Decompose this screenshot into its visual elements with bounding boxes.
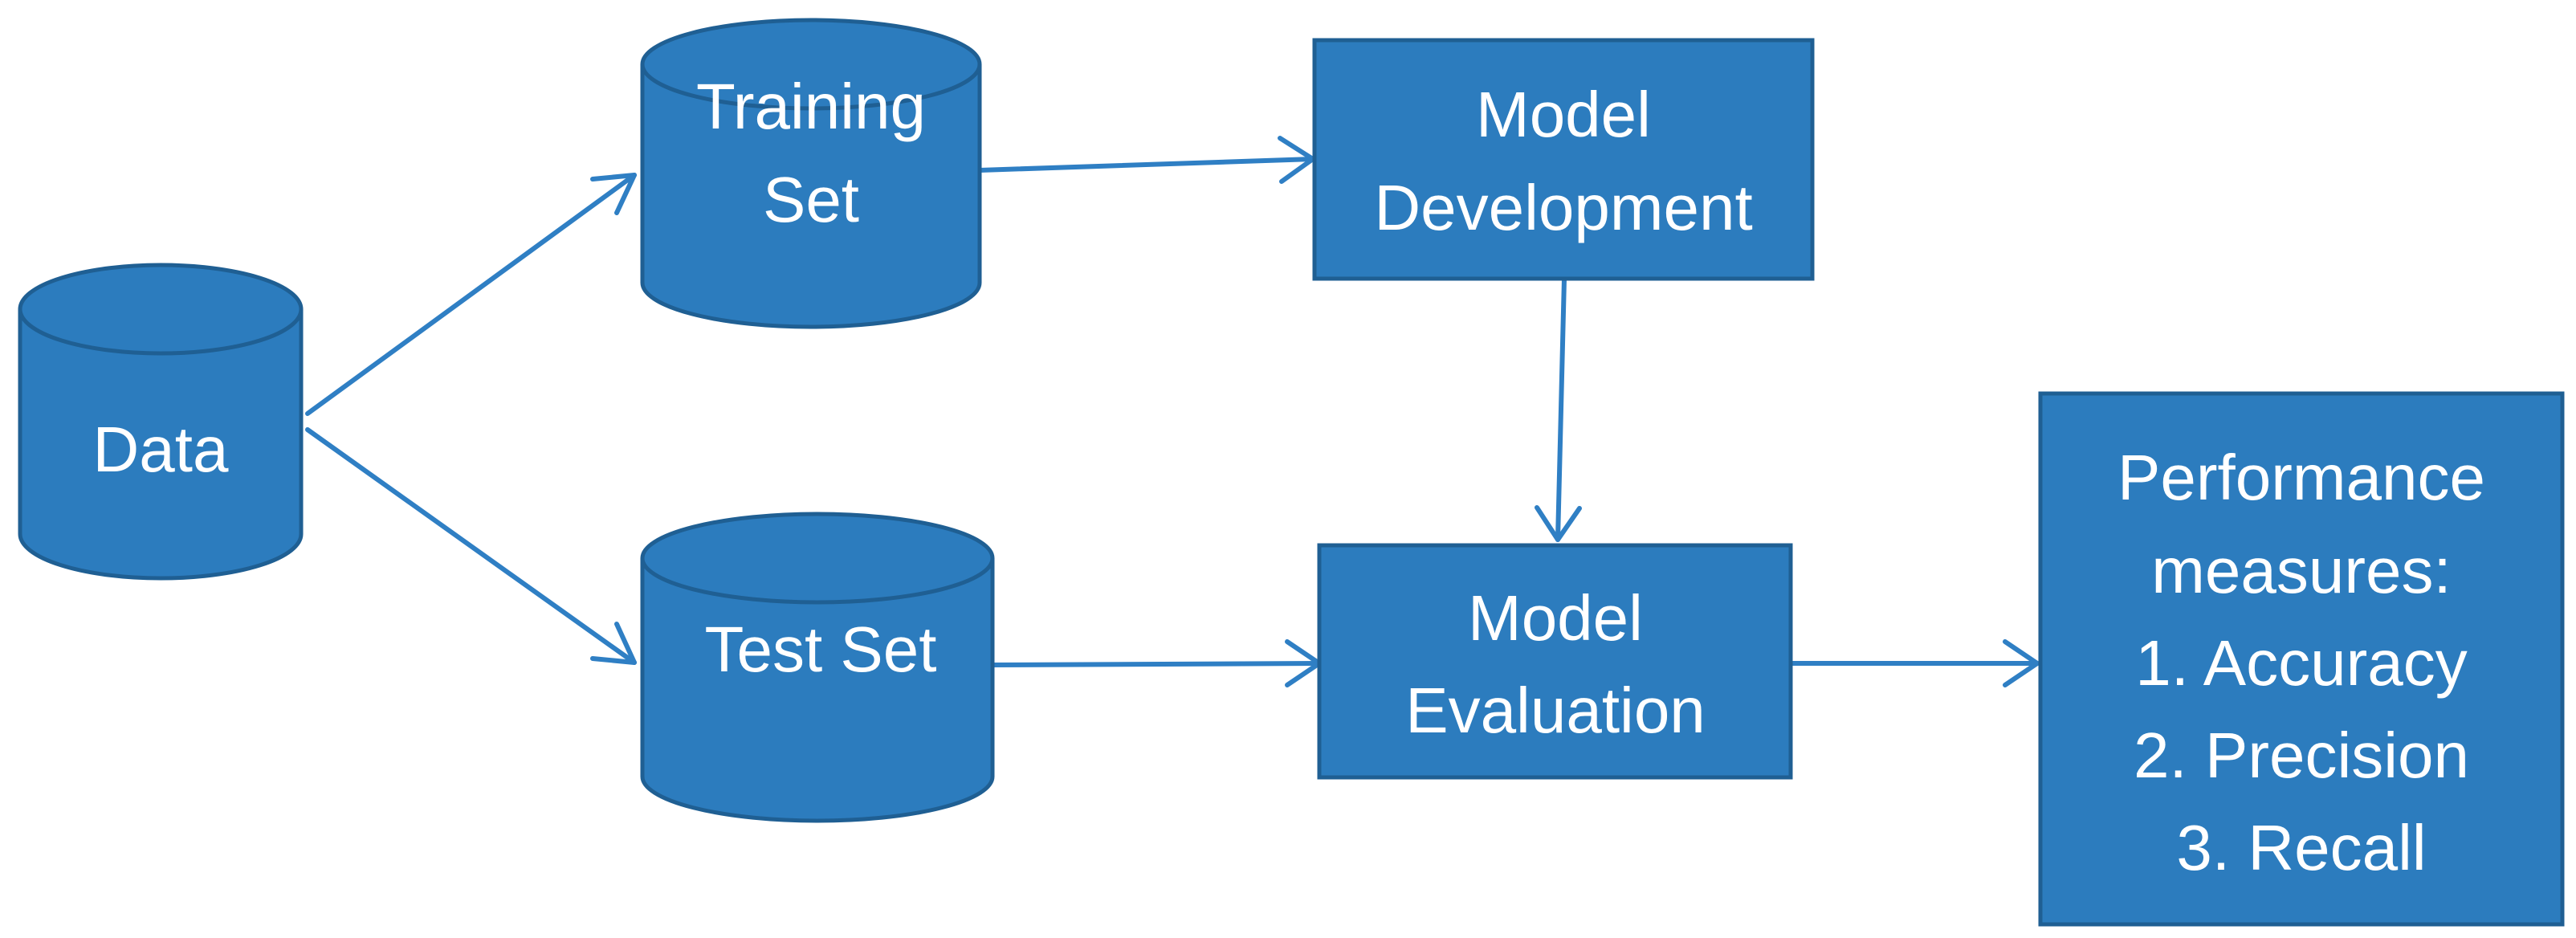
node-training-set: Training Set bbox=[640, 18, 982, 329]
performance-measures-line-2: measures: bbox=[2151, 535, 2451, 606]
performance-measures-box bbox=[2038, 391, 2565, 927]
training-set-cylinder-body bbox=[640, 64, 982, 329]
data-cylinder-body bbox=[18, 309, 304, 581]
model-development-label-line-1: Model bbox=[1476, 79, 1651, 150]
arrow-training-set-to-model-development bbox=[977, 136, 1315, 184]
node-model-development: Model Development bbox=[1312, 38, 1815, 281]
training-set-label-line-2: Set bbox=[763, 164, 859, 235]
node-test-set: Test Set bbox=[640, 512, 995, 823]
arrow-model-evaluation-to-performance-measures bbox=[1790, 639, 2040, 687]
node-model-evaluation: Model Evaluation bbox=[1317, 543, 1793, 780]
training-set-label-line-1: Training bbox=[696, 71, 926, 142]
model-evaluation-label-line-2: Evaluation bbox=[1405, 675, 1706, 746]
arrow-data-to-test-set bbox=[305, 427, 637, 665]
data-label: Data bbox=[93, 414, 229, 485]
node-performance-measures: Performance measures: 1. Accuracy 2. Pre… bbox=[2038, 391, 2565, 927]
data-cylinder-top bbox=[18, 263, 304, 356]
arrow-model-development-to-model-evaluation bbox=[1535, 276, 1582, 542]
performance-measures-line-4: 2. Precision bbox=[2134, 720, 2469, 791]
training-set-cylinder-top bbox=[640, 18, 982, 111]
performance-measures-line-5: 3. Recall bbox=[2176, 812, 2426, 883]
node-data: Data bbox=[18, 263, 304, 581]
model-evaluation-box bbox=[1317, 543, 1793, 780]
performance-measures-line-3: 1. Accuracy bbox=[2135, 627, 2468, 699]
model-evaluation-label-line-1: Model bbox=[1468, 582, 1643, 654]
edges bbox=[305, 136, 2040, 687]
model-development-box bbox=[1312, 38, 1815, 281]
model-development-label-line-2: Development bbox=[1374, 172, 1752, 243]
arrow-test-set-to-model-evaluation bbox=[991, 639, 1322, 687]
performance-measures-line-1: Performance bbox=[2117, 442, 2485, 513]
test-set-label: Test Set bbox=[704, 614, 936, 685]
test-set-cylinder-body bbox=[640, 558, 995, 823]
arrow-data-to-training-set bbox=[305, 173, 637, 416]
test-set-cylinder-top bbox=[640, 512, 995, 605]
